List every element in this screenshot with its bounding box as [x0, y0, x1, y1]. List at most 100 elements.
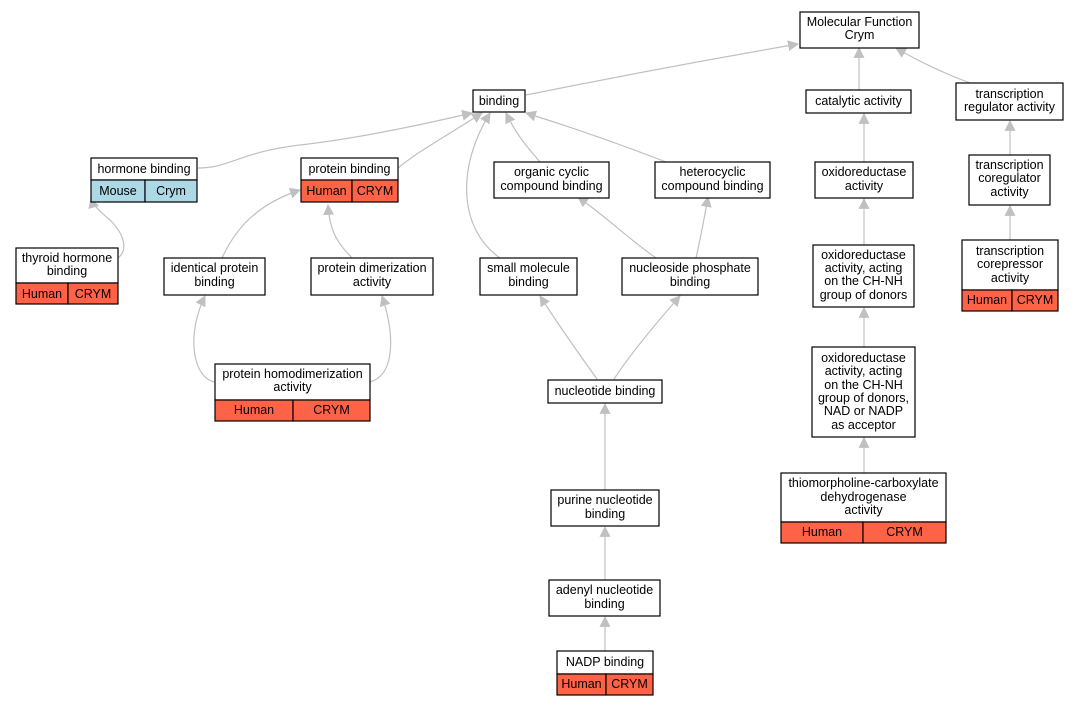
edge-binding-to-molecular-function	[525, 40, 800, 96]
node-thyroid-hormone-binding[interactable]: thyroid hormone binding Human CRYM	[15, 247, 119, 305]
node-label-line: coregulator	[978, 171, 1041, 185]
edge-organic-cyclic-to-binding	[505, 112, 541, 163]
node-label-line: activity	[990, 185, 1029, 199]
edges	[88, 40, 1016, 651]
node-organic-cyclic-compound-binding[interactable]: organic cyclic compound binding	[493, 161, 610, 199]
species-organism: Human	[306, 184, 346, 198]
node-binding[interactable]: binding	[472, 89, 526, 113]
node-label-line: activity	[273, 380, 312, 394]
node-label-line: protein binding	[308, 162, 390, 176]
species-organism: Human	[802, 525, 842, 539]
node-label-line: NAD or NADP	[824, 404, 903, 418]
edge-nucleotide-binding-to-small-molecule	[539, 295, 598, 380]
species-gene: CRYM	[313, 403, 350, 417]
node-label-line: small molecule	[487, 261, 570, 275]
node-label-line: activity	[845, 179, 884, 193]
node-label-line: activity, acting	[825, 364, 903, 378]
species-gene: CRYM	[357, 184, 394, 198]
node-label-line: catalytic activity	[815, 94, 903, 108]
node-label-line: activity	[353, 275, 392, 289]
node-label-line: compound binding	[661, 179, 763, 193]
node-nadp-binding[interactable]: NADP binding Human CRYM	[556, 650, 654, 696]
node-label-line: protein homodimerization	[222, 367, 362, 381]
edge-transcription-regulator-to-molecular-function	[895, 47, 971, 84]
edge-hormone-binding-to-binding	[197, 109, 474, 169]
node-label-line: group of donors	[820, 288, 908, 302]
species-gene: CRYM	[1017, 293, 1054, 307]
node-label-line: Molecular Function	[807, 15, 913, 29]
edge-thyroid-hormone-to-hormone-binding	[88, 196, 125, 259]
node-hormone-binding[interactable]: hormone binding Mouse Crym	[90, 157, 198, 203]
edge-nucleoside-phosphate-to-organic-cyclic	[577, 196, 657, 259]
node-label-line: nucleotide binding	[555, 384, 656, 398]
node-label-line: transcription	[975, 158, 1043, 172]
edge-protein-homodimerization-to-identical-protein	[193, 295, 215, 383]
node-label-line: binding	[584, 597, 624, 611]
node-molecular-function[interactable]: Molecular Function Crym	[799, 11, 920, 49]
edge-small-molecule-to-binding	[466, 112, 501, 259]
node-label-line: binding	[585, 507, 625, 521]
node-label-line: binding	[479, 94, 519, 108]
species-gene: CRYM	[611, 677, 648, 691]
node-label-line: protein dimerization	[317, 261, 426, 275]
node-label-line: NADP binding	[566, 655, 644, 669]
node-nucleoside-phosphate-binding[interactable]: nucleoside phosphate binding	[621, 257, 759, 296]
species-organism: Human	[22, 287, 62, 301]
nodes: Molecular Function Crym binding catalyti…	[15, 11, 1064, 696]
node-label-line: adenyl nucleotide	[556, 583, 653, 597]
node-label-line: hormone binding	[97, 162, 190, 176]
species-organism: Mouse	[99, 184, 137, 198]
node-thiomorpholine-carboxylate-dehydrogenase[interactable]: thiomorpholine-carboxylate dehydrogenase…	[780, 472, 947, 544]
node-label-line: regulator activity	[964, 100, 1056, 114]
node-catalytic-activity[interactable]: catalytic activity	[805, 89, 912, 114]
node-label-line: activity	[844, 503, 883, 517]
node-oxidoreductase-activity[interactable]: oxidoreductase activity	[814, 161, 914, 199]
node-label-line: Crym	[845, 28, 875, 42]
node-identical-protein-binding[interactable]: identical protein binding	[163, 257, 266, 296]
node-label-line: oxidoreductase	[821, 248, 906, 262]
node-label-line: dehydrogenase	[820, 490, 906, 504]
node-label-line: transcription	[975, 87, 1043, 101]
edge-heterocyclic-to-binding	[524, 110, 667, 163]
node-oxidoreductase-nad-acceptor[interactable]: oxidoreductase activity, acting on the C…	[811, 346, 916, 438]
node-label-line: purine nucleotide	[557, 493, 652, 507]
node-transcription-regulator[interactable]: transcription regulator activity	[955, 82, 1064, 121]
node-label-line: heterocyclic	[680, 165, 746, 179]
node-label-line: as acceptor	[831, 418, 896, 432]
node-label-line: activity	[991, 271, 1030, 285]
node-nucleotide-binding[interactable]: nucleotide binding	[547, 379, 663, 404]
node-label-line: transcription	[976, 244, 1044, 258]
node-label-line: binding	[47, 264, 87, 278]
edge-identical-protein-to-protein-binding	[221, 187, 302, 259]
node-label-line: on the CH-NH	[824, 378, 903, 392]
node-purine-nucleotide-binding[interactable]: purine nucleotide binding	[550, 489, 660, 527]
node-heterocyclic-compound-binding[interactable]: heterocyclic compound binding	[654, 161, 771, 199]
species-gene: Crym	[156, 184, 186, 198]
node-protein-homodimerization-activity[interactable]: protein homodimerization activity Human …	[214, 363, 371, 422]
node-label-line: group of donors,	[818, 391, 909, 405]
node-oxidoreductase-chnh-donors[interactable]: oxidoreductase activity, acting on the C…	[812, 244, 915, 308]
node-label-line: corepressor	[977, 257, 1043, 271]
node-label-line: binding	[508, 275, 548, 289]
edge-nucleotide-binding-to-nucleoside-phosphate	[613, 295, 681, 380]
node-label-line: nucleoside phosphate	[629, 261, 751, 275]
node-label-line: activity, acting	[825, 261, 903, 275]
species-organism: Human	[561, 677, 601, 691]
species-gene: CRYM	[75, 287, 112, 301]
node-adenyl-nucleotide-binding[interactable]: adenyl nucleotide binding	[548, 579, 661, 617]
node-small-molecule-binding[interactable]: small molecule binding	[479, 257, 578, 296]
node-label-line: identical protein	[171, 261, 259, 275]
species-organism: Human	[234, 403, 274, 417]
node-label-line: thyroid hormone	[22, 251, 112, 265]
node-transcription-corepressor[interactable]: transcription corepressor activity Human…	[961, 239, 1059, 312]
edge-protein-homodimerization-to-protein-dimerization	[369, 294, 392, 383]
node-label-line: oxidoreductase	[822, 165, 907, 179]
node-transcription-coregulator[interactable]: transcription coregulator activity	[968, 154, 1051, 206]
edge-protein-dimerization-to-protein-binding	[323, 203, 353, 259]
node-protein-dimerization-activity[interactable]: protein dimerization activity	[310, 257, 434, 296]
node-label-line: on the CH-NH	[824, 274, 903, 288]
node-label-line: organic cyclic	[514, 165, 589, 179]
node-label-line: binding	[670, 275, 710, 289]
node-protein-binding[interactable]: protein binding Human CRYM	[300, 157, 399, 203]
